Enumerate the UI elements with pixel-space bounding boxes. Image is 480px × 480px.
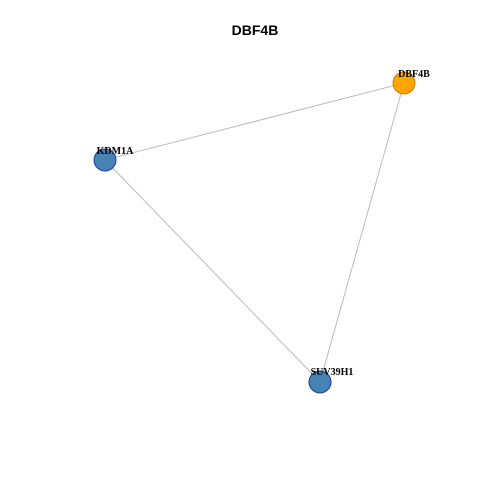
- node-label-suv39h1: SUV39H1: [311, 367, 354, 378]
- edge-layer: [104, 82, 405, 383]
- label-layer: DBF4B KDM1A SUV39H1: [97, 69, 431, 378]
- diagram-title: DBF4B: [232, 22, 279, 38]
- node-suv39h1[interactable]: [308, 370, 332, 394]
- node-layer: [93, 71, 416, 394]
- node-label-dbf4b: DBF4B: [398, 69, 430, 80]
- edge-dbf4b-suv39h1: [319, 82, 405, 383]
- edge-kdm1a-suv39h1: [104, 159, 321, 383]
- node-label-kdm1a: KDM1A: [97, 146, 134, 157]
- edge-kdm1a-dbf4b: [104, 82, 405, 161]
- node-kdm1a[interactable]: [93, 148, 117, 172]
- node-dbf4b[interactable]: [392, 71, 416, 95]
